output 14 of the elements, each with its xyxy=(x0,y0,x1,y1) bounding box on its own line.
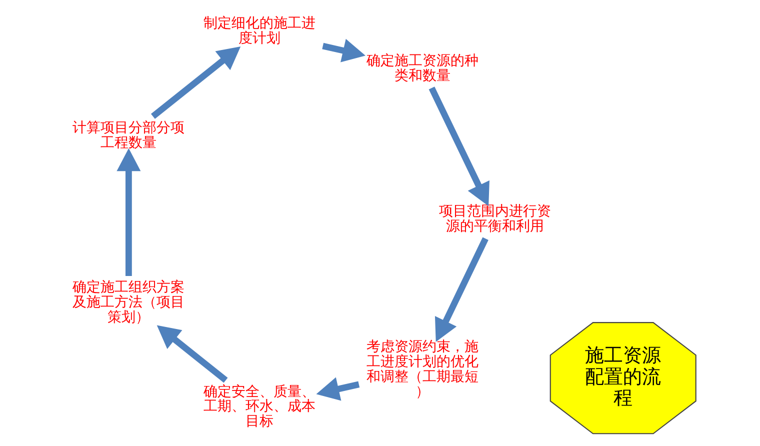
arrow xyxy=(116,148,140,276)
arrow xyxy=(322,38,365,62)
arrow xyxy=(150,46,240,119)
node-text: 确定施工组织方案及施工方法（项目策划） xyxy=(72,280,184,326)
arrow xyxy=(434,237,488,342)
node-text: 确定施工资源的种类和数量 xyxy=(366,52,478,84)
arrow xyxy=(156,325,228,383)
node-text: 计算项目分部分项工程数量 xyxy=(72,120,184,151)
node-text: 制定细化的施工进度计划 xyxy=(202,16,315,47)
arrow xyxy=(316,377,360,401)
node-text: 确定安全、质量、工期、环水、成本目标 xyxy=(202,384,315,430)
arrow xyxy=(428,86,489,206)
node-text: 考虑资源约束，施工进度计划的优化和调整（工期最短） xyxy=(366,339,478,400)
node-text: 项目范围内进行资源的平衡和利用 xyxy=(438,203,550,234)
